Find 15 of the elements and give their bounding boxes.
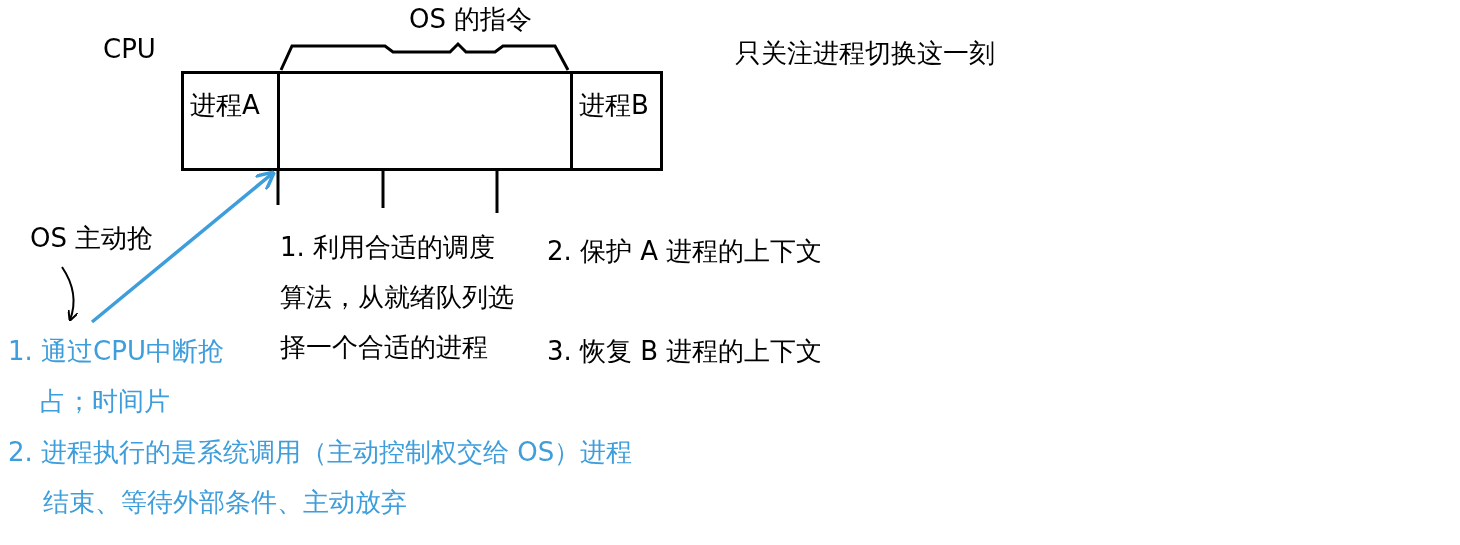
arrow: [61, 266, 79, 322]
step-text: 2. 保护 A 进程的上下文: [547, 235, 824, 268]
process-name: 进程B: [579, 89, 649, 122]
step-text: 1. 利用合适的调度算法，从就绪队列选择一个合适的进程: [280, 231, 515, 364]
note-text: 只关注进程切换这一刻: [735, 37, 996, 70]
process-box: [570, 71, 663, 171]
step-text: 3. 恢复 B 进程的上下文: [547, 335, 824, 368]
note-text: 2. 进程执行的是系统调用（主动控制权交给 OS）进程结束、等待外部条件、主动放弃: [8, 436, 634, 519]
cpu-label: CPU: [103, 33, 157, 66]
segment-title: OS 的指令: [409, 3, 533, 36]
process-name: 进程A: [190, 89, 260, 122]
arrow: [90, 170, 277, 324]
process-box: [181, 71, 280, 171]
note-text: 1. 通过CPU中断抢占；时间片: [8, 326, 262, 426]
note-text: OS 主动抢: [30, 213, 200, 263]
